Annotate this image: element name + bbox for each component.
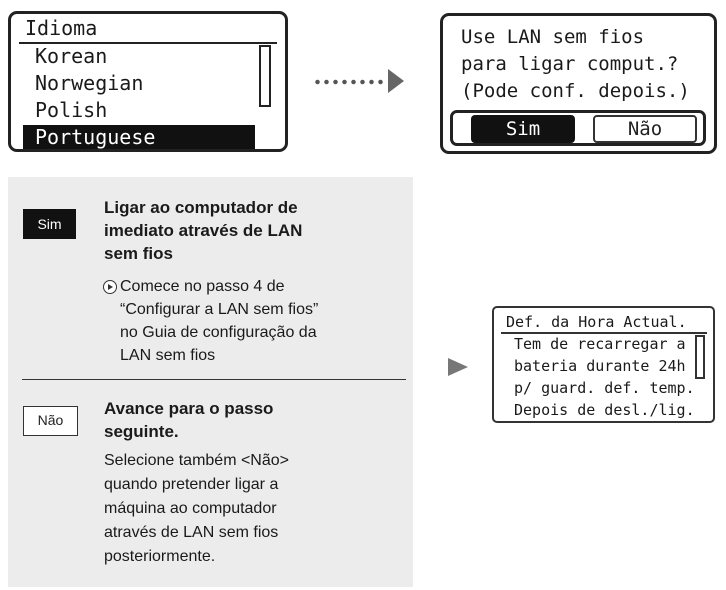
arrow-right-icon [388,69,404,93]
prompt-line-1: Use LAN sem fios [461,26,645,48]
language-list-scrollbar[interactable] [259,45,271,107]
yes-note-line-4: LAN sem fios [120,347,216,364]
time-line-2: bateria durante 24h [514,357,686,375]
no-heading-line-2: seguinte. [104,422,179,441]
arrow-right-icon [448,358,468,376]
dotted-arrow-line [313,78,387,86]
no-body-line-1: Selecione também <Não> [104,452,289,469]
language-option-polish[interactable]: Polish [35,98,108,122]
no-body-line-2: quando pretender ligar a [104,476,279,493]
wireless-lan-prompt-screen: Use LAN sem fios para ligar comput.? (Po… [440,13,717,154]
title-divider [501,332,707,334]
yes-note-line-1: Comece no passo 4 de [120,278,285,295]
language-option-korean[interactable]: Korean [35,44,108,68]
title-divider [19,42,277,44]
yes-button[interactable]: Sim [471,115,575,143]
no-body-line-5: posteriormente. [104,548,216,565]
time-screen-scrollbar[interactable] [695,335,705,379]
time-line-4: Depois de desl./lig. [514,401,695,419]
language-option-norwegian[interactable]: Norwegian [35,71,144,95]
prompt-line-2: para ligar comput.? [461,53,679,75]
time-line-1: Tem de recarregar a [514,335,686,353]
circle-arrow-icon [103,280,117,294]
section-divider [22,379,406,380]
no-body-line-4: através de LAN sem fios [104,524,279,541]
yes-heading-line-1: Ligar ao computador de [104,198,298,217]
instruction-panel [8,177,413,587]
no-button[interactable]: Não [593,115,697,143]
yes-note-line-3: no Guia de configuração da [120,324,317,341]
yes-heading-line-2: imediato através de LAN [104,221,303,240]
time-line-3: p/ guard. def. temp. [514,379,695,397]
no-badge: Não [23,406,78,436]
time-screen-title: Def. da Hora Actual. [506,313,687,331]
language-option-portuguese[interactable]: Portuguese [23,125,255,149]
yes-note-line-2: “Configurar a LAN sem fios” [120,301,319,318]
language-select-screen: Idioma Korean Norwegian Polish Portugues… [8,11,288,152]
no-body-line-3: máquina ao computador [104,500,277,517]
time-setting-screen: Def. da Hora Actual. Tem de recarregar a… [492,306,715,423]
button-group [450,110,706,146]
prompt-line-3: (Pode conf. depois.) [461,80,690,102]
no-heading-line-1: Avance para o passo [104,399,274,418]
yes-badge: Sim [23,209,76,239]
yes-heading-line-3: sem fios [104,244,173,263]
language-screen-title: Idioma [25,16,98,40]
